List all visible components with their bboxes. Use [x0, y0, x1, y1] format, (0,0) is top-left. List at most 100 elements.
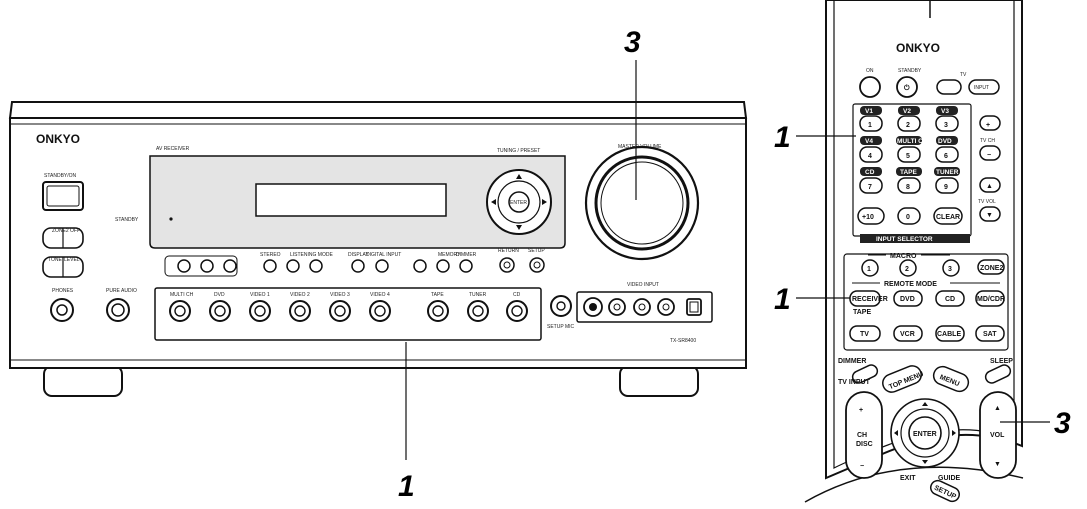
receiver-setup-label: SETUP	[528, 248, 545, 254]
remote-zone2-label: ZONE2	[980, 265, 1003, 272]
remote-macro-2[interactable]	[899, 259, 917, 277]
receiver-input-tape[interactable]	[427, 300, 449, 322]
remote-mode-sat[interactable]	[975, 325, 1005, 342]
remote-digit-4[interactable]	[859, 146, 883, 163]
callout-left-remote-top: 1	[774, 121, 791, 154]
receiver-setup-button[interactable]	[529, 257, 545, 273]
receiver-input-label: VIDEO 2	[290, 292, 310, 298]
receiver-listening-mode-label: LISTENING MODE	[290, 252, 333, 258]
remote-tv-power-button[interactable]	[936, 79, 962, 95]
receiver-input-labels: MULTI CH DVD VIDEO 1 VIDEO 2 VIDEO 3 VID…	[170, 292, 521, 298]
receiver-level-button[interactable]	[223, 259, 237, 273]
remote-digit-9[interactable]	[935, 177, 959, 194]
remote-setup-button[interactable]	[928, 478, 961, 503]
remote-mode-button-label: RECEIVER	[852, 296, 888, 303]
remote-enter-button[interactable]	[908, 416, 942, 450]
receiver-input-video2[interactable]	[289, 300, 311, 322]
receiver-input-dvd[interactable]	[209, 300, 231, 322]
svg-text:▼: ▼	[986, 212, 993, 219]
receiver-input-label: MULTI CH	[170, 292, 194, 298]
remote-plus10-button[interactable]	[857, 207, 885, 225]
receiver-digital-input-button[interactable]	[375, 259, 389, 273]
remote-digit-label: 1	[868, 122, 872, 129]
receiver-audio-r-jack[interactable]	[657, 298, 675, 316]
receiver-master-volume-knob[interactable]	[584, 145, 700, 261]
remote-mode-button-label: CABLE	[937, 331, 961, 338]
receiver-tone-minus-button[interactable]	[177, 259, 191, 273]
remote-digit-8[interactable]	[897, 177, 921, 194]
callout-right-remote: 3	[1054, 407, 1071, 440]
remote-clear-button[interactable]	[933, 207, 963, 225]
receiver-illustration: ONKYO STANDBY/ON ZONE2 OFF TONE LEVEL PH…	[8, 26, 748, 503]
receiver-memory-button[interactable]	[436, 259, 450, 273]
remote-input-selector-label: INPUT SELECTOR	[876, 236, 933, 243]
remote-mode-cd[interactable]	[935, 290, 965, 307]
receiver-input-video3[interactable]	[329, 300, 351, 322]
remote-tv-ch-down[interactable]	[979, 145, 1001, 161]
remote-mode-dvd[interactable]	[893, 290, 923, 307]
receiver-model-top-label: AV RECEIVER	[156, 146, 190, 152]
remote-digit-7[interactable]	[859, 177, 883, 194]
remote-zone2-button[interactable]	[977, 259, 1005, 275]
receiver-tone-plus-button[interactable]	[200, 259, 214, 273]
remote-plus10-label: +10	[862, 214, 874, 221]
svg-text:+: +	[986, 122, 990, 129]
remote-digit-3[interactable]	[935, 115, 959, 132]
receiver-dimmer-button[interactable]	[459, 259, 473, 273]
remote-menu-button[interactable]	[931, 364, 971, 394]
receiver-phones-jack[interactable]	[50, 298, 74, 322]
remote-mode-vcr[interactable]	[893, 325, 923, 342]
receiver-optical-jack[interactable]	[686, 298, 702, 316]
remote-standby-button[interactable]	[896, 76, 918, 98]
receiver-stereo-button[interactable]	[263, 259, 277, 273]
receiver-input-video1[interactable]	[249, 300, 271, 322]
receiver-standby-on-button[interactable]	[42, 181, 84, 211]
receiver-level-label: LEVEL	[64, 257, 80, 263]
receiver-return-button[interactable]	[499, 257, 515, 273]
remote-dimmer-label: DIMMER	[838, 358, 866, 365]
receiver-setup-mic-jack[interactable]	[550, 295, 572, 317]
receiver-input-label: TUNER	[469, 292, 487, 298]
remote-tape-label: TAPE	[853, 309, 871, 316]
remote-mode-tv[interactable]	[849, 325, 881, 342]
receiver-audio-l-jack[interactable]	[633, 298, 651, 316]
receiver-pure-audio-button[interactable]	[106, 298, 130, 322]
remote-macro-1[interactable]	[861, 259, 879, 277]
remote-sleep-button[interactable]	[984, 363, 1013, 385]
remote-vol-rocker[interactable]	[979, 391, 1017, 479]
receiver-mode-left-button[interactable]	[286, 259, 300, 273]
remote-on-button[interactable]	[859, 76, 881, 98]
receiver-input-video4[interactable]	[369, 300, 391, 322]
remote-digit-2[interactable]	[897, 115, 921, 132]
remote-digit-1[interactable]	[859, 115, 883, 132]
remote-macro-3[interactable]	[942, 259, 960, 277]
remote-tv-ch-up[interactable]	[979, 115, 1001, 131]
remote-digit-5[interactable]	[897, 146, 921, 163]
remote-digit-0[interactable]	[897, 207, 921, 225]
remote-brand-logo: ONKYO	[896, 41, 940, 55]
receiver-video-jack[interactable]	[608, 298, 626, 316]
remote-mode-cable[interactable]	[935, 325, 965, 342]
remote-tv-vol-up[interactable]	[979, 177, 1001, 193]
receiver-enter-button[interactable]	[508, 191, 530, 213]
remote-tv-input-button[interactable]	[968, 79, 1000, 95]
remote-dimmer-button[interactable]	[851, 363, 880, 385]
remote-digit-6[interactable]	[935, 146, 959, 163]
remote-tv-vol-down[interactable]	[979, 206, 1001, 222]
remote-mode-label: REMOTE MODE	[884, 281, 937, 288]
remote-digit-label: 5	[906, 153, 910, 160]
receiver-mode-right-button[interactable]	[309, 259, 323, 273]
receiver-input-cd[interactable]	[506, 300, 528, 322]
remote-ch-rocker[interactable]	[845, 391, 883, 479]
remote-standby-label: STANDBY	[898, 68, 922, 74]
remote-mode-md-cdr[interactable]	[975, 290, 1005, 307]
remote-mode-button-label: VCR	[900, 331, 915, 338]
remote-macro-label: MACRO	[890, 253, 917, 260]
remote-top-menu-button[interactable]	[880, 363, 924, 395]
receiver-display-button[interactable]	[351, 259, 365, 273]
receiver-mode-button[interactable]	[413, 259, 427, 273]
receiver-input-tuner[interactable]	[467, 300, 489, 322]
remote-mode-row-2: TV VCR CABLE SAT	[849, 325, 1005, 342]
remote-vol-label: VOL	[990, 432, 1005, 439]
receiver-input-multi-ch[interactable]	[169, 300, 191, 322]
